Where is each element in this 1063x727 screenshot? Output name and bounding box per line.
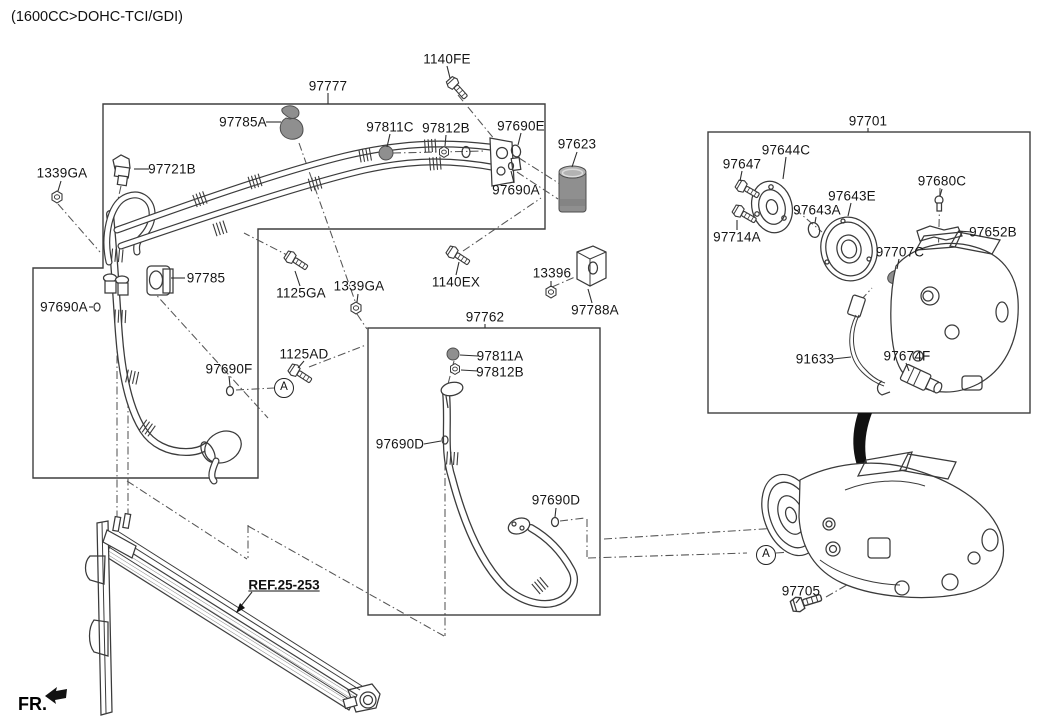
fr-direction-arrow-icon xyxy=(45,687,67,704)
part-label-97705[interactable]: 97705 xyxy=(781,583,821,599)
part-label-1339GA[interactable]: 1339GA xyxy=(333,278,385,294)
part-label-97652B[interactable]: 97652B xyxy=(969,224,1017,240)
ref-callout-label[interactable]: REF.25-253 xyxy=(248,577,320,593)
part-label-97674F[interactable]: 97674F xyxy=(883,348,931,364)
view-marker-a: A xyxy=(756,545,776,565)
compressor-assembly-drawing xyxy=(750,180,1019,396)
part-label-1339GA[interactable]: 1339GA xyxy=(36,165,88,181)
part-label-91633[interactable]: 91633 xyxy=(795,351,835,367)
part-label-97762[interactable]: 97762 xyxy=(465,309,505,325)
part-label-97777[interactable]: 97777 xyxy=(308,78,348,94)
box-97777 xyxy=(32,103,546,479)
part-label-97785A[interactable]: 97785A xyxy=(219,114,267,130)
part-label-97644C[interactable]: 97644C xyxy=(761,142,811,158)
part-label-97647[interactable]: 97647 xyxy=(722,156,762,172)
receiver-drier-drawing xyxy=(558,165,587,213)
leader-lines xyxy=(57,65,973,604)
suction-hose-drawing xyxy=(102,154,242,485)
part-label-1125GA[interactable]: 1125GA xyxy=(276,285,326,301)
part-label-97643A[interactable]: 97643A xyxy=(793,202,841,218)
part-label-97690D[interactable]: 97690D xyxy=(531,492,581,508)
part-label-97690D[interactable]: 97690D xyxy=(375,436,425,452)
twin-tube-drawing xyxy=(113,105,522,250)
part-label-1125AD[interactable]: 1125AD xyxy=(279,346,329,362)
part-label-97811A[interactable]: 97811A xyxy=(476,348,524,364)
part-label-97690F[interactable]: 97690F xyxy=(205,361,253,377)
fastener-glyphs xyxy=(51,74,824,615)
fr-direction-label: FR. xyxy=(18,694,47,714)
part-label-97785[interactable]: 97785 xyxy=(186,270,226,286)
part-label-97811C[interactable]: 97811C xyxy=(366,119,414,135)
part-label-97721B[interactable]: 97721B xyxy=(148,161,196,177)
part-label-97690E[interactable]: 97690E xyxy=(497,118,545,134)
suction-pipe-drawing xyxy=(440,381,579,608)
pointer-swoosh xyxy=(853,413,876,491)
part-label-97714A[interactable]: 97714A xyxy=(713,229,761,245)
part-label-97788A[interactable]: 97788A xyxy=(571,302,619,318)
part-label-97690A[interactable]: 97690A xyxy=(40,299,88,315)
part-label-97680C[interactable]: 97680C xyxy=(917,173,967,189)
part-label-1140FE[interactable]: 1140FE xyxy=(423,51,471,67)
part-label-97690A[interactable]: 97690A xyxy=(492,182,540,198)
part-label-97812B[interactable]: 97812B xyxy=(422,120,470,136)
part-label-97707C[interactable]: 97707C xyxy=(875,244,925,260)
part-label-97623[interactable]: 97623 xyxy=(557,136,597,152)
engine-variant-title: (1600CC>DOHC-TCI/GDI) xyxy=(11,9,184,25)
condenser-drawing xyxy=(84,512,381,716)
box-97762 xyxy=(367,327,601,616)
part-label-97701[interactable]: 97701 xyxy=(848,113,888,129)
part-label-13396[interactable]: 13396 xyxy=(532,265,572,281)
part-label-97812B[interactable]: 97812B xyxy=(476,364,524,380)
compressor-drawing xyxy=(761,451,1004,599)
ref-arrow xyxy=(236,591,253,613)
view-marker-a: A xyxy=(274,378,294,398)
bracket-97788A-drawing xyxy=(576,245,607,287)
part-label-1140EX[interactable]: 1140EX xyxy=(431,274,481,290)
part-label-97643E[interactable]: 97643E xyxy=(828,188,876,204)
